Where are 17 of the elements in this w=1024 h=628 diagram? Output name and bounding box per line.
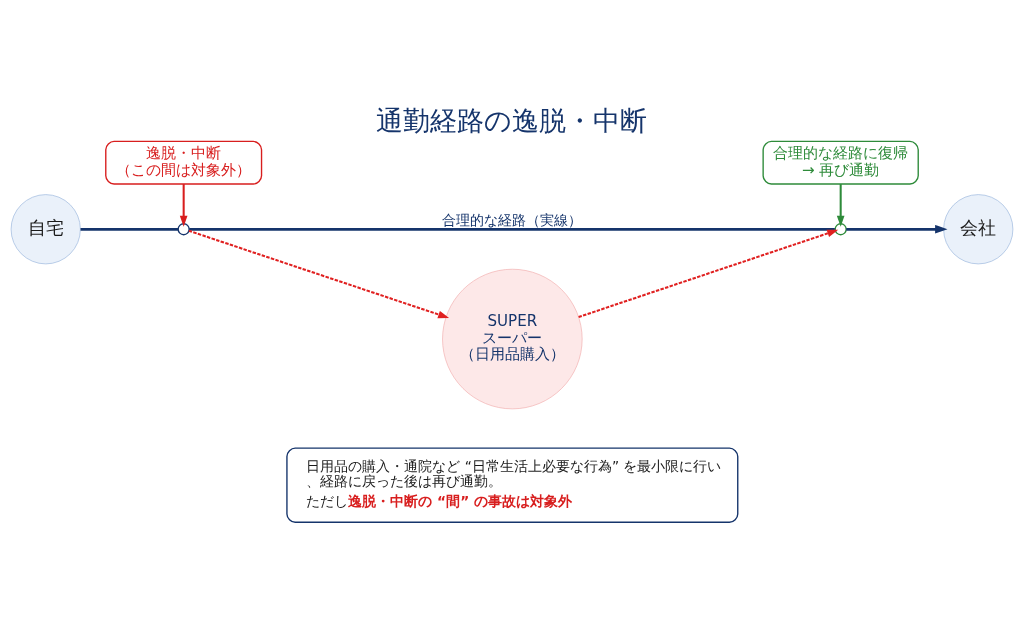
- arrow: [578, 229, 839, 318]
- node-circle: 自宅: [10, 194, 81, 265]
- arrow: [846, 224, 948, 234]
- connector: [80, 227, 179, 231]
- node-box: 逸脱・中断 （この間は対象外）: [105, 140, 263, 185]
- node-box: 日用品の購入・通院など “日常生活上必要な行為” を最小限に行い、経路に戻った後は再び通勤。 ただし逸脱・中断の “間” の事故は対象外: [286, 447, 739, 523]
- diagram-title: 通勤経路の逸脱・中断: [376, 105, 648, 137]
- arrow: [836, 184, 845, 227]
- arrow: [188, 229, 450, 319]
- node-circle: 会社: [943, 194, 1014, 265]
- node-circle: SUPER スーパー （日用品購入）: [442, 268, 583, 410]
- node-circle: [177, 223, 190, 236]
- edge-label: 合理的な経路（実線）: [442, 212, 583, 229]
- node-box: 合理的な経路に復帰 → 再び通勤: [762, 140, 919, 185]
- connector: [189, 227, 835, 231]
- arrow: [179, 184, 188, 227]
- node-circle: [834, 223, 847, 236]
